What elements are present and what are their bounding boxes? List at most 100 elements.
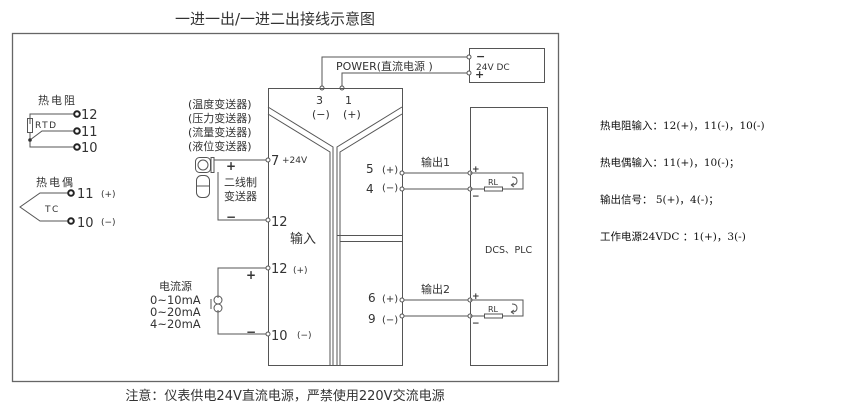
rtd-section: 热电阻 RTD 12 11 10 bbox=[27, 94, 98, 156]
terminal-1-label: 1 bbox=[345, 94, 352, 107]
terminal-12-plus-label: 12 bbox=[271, 262, 288, 277]
y-divider-left-inner bbox=[267, 113, 331, 365]
y-divider-left-outer bbox=[267, 106, 334, 365]
output-1-dcs-plus: + bbox=[472, 165, 480, 175]
dc-plus-sign: + bbox=[475, 68, 484, 81]
rtd-terminal-12: 12 bbox=[81, 108, 98, 123]
terminal-dot bbox=[67, 189, 75, 197]
terminal-3-polarity: (−) bbox=[312, 108, 330, 121]
tc-terminal-10-polarity: (−) bbox=[101, 218, 116, 228]
transmitter-type-level: (液位变送器) bbox=[188, 139, 252, 153]
terminal-dot bbox=[399, 170, 405, 176]
terminal-3-label: 3 bbox=[316, 94, 323, 107]
current-wire-plus bbox=[217, 267, 268, 298]
receiver-label: DCS、PLC bbox=[485, 245, 533, 256]
rtd-wire-middle bbox=[29, 130, 74, 141]
terminal-12-label: 12 bbox=[271, 215, 288, 230]
power-wire-minus bbox=[321, 56, 469, 88]
output-2-minus-polarity: (−) bbox=[382, 315, 398, 326]
current-plus-sign: + bbox=[246, 268, 256, 282]
output-1-minus-polarity: (−) bbox=[382, 183, 398, 194]
dc-supply-box bbox=[469, 48, 545, 83]
power-label: POWER(直流电源 ) bbox=[336, 59, 433, 73]
current-source-title: 电流源 bbox=[159, 279, 192, 293]
transmitter-box bbox=[268, 88, 403, 366]
output-2-load-loop bbox=[470, 299, 524, 317]
terminal-12-plus-polarity: (+) bbox=[293, 266, 308, 276]
output-2-plus-terminal: 6 bbox=[368, 291, 376, 305]
tc-title: 热电偶 bbox=[36, 176, 75, 189]
terminal-dot bbox=[399, 297, 405, 303]
output-2-dcs-minus: − bbox=[472, 319, 480, 329]
note-tc-input: 热电偶输入：11(+)，10(-)； bbox=[600, 157, 740, 169]
tc-terminal-11-polarity: (+) bbox=[101, 190, 116, 200]
input-label: 输入 bbox=[290, 231, 316, 247]
current-source-icon-part bbox=[213, 303, 223, 313]
terminal-7-label: 7 bbox=[271, 154, 279, 169]
dc-supply: − + 24V DC bbox=[469, 48, 545, 83]
rtd-wire-top bbox=[29, 113, 74, 124]
output-2-minus-terminal: 9 bbox=[368, 312, 376, 326]
output-1-load-resistor bbox=[484, 186, 503, 192]
transmitter-type-flow: (流量变送器) bbox=[188, 125, 252, 139]
output-1-load-label: RL bbox=[488, 178, 499, 187]
terminal-dot bbox=[265, 157, 271, 163]
two-wire-label-1: 二线制 bbox=[224, 175, 257, 189]
thermocouple-section: 热电偶 TC 11 (+) 10 (−) bbox=[19, 176, 116, 231]
terminal-dot bbox=[73, 127, 81, 135]
rtd-title: 热电阻 bbox=[38, 94, 77, 107]
two-wire-minus-sign: − bbox=[226, 210, 236, 224]
note-power-supply: 工作电源24VDC ：1(+)，3(-) bbox=[600, 231, 746, 243]
current-range-0-20: 0~20mA bbox=[150, 305, 201, 319]
dcs-plc-box bbox=[470, 107, 548, 366]
output-2-plus-polarity: (+) bbox=[382, 294, 398, 305]
tc-element-label: TC bbox=[44, 205, 60, 215]
current-range-0-10: 0~10mA bbox=[150, 293, 201, 307]
current-wire-minus bbox=[217, 310, 268, 335]
output-1-minus-terminal: 4 bbox=[366, 182, 374, 196]
rtd-resistor bbox=[27, 118, 33, 133]
transmitter-wire-minus bbox=[217, 172, 268, 221]
current-direction-icon bbox=[510, 303, 518, 315]
output-2-label: 输出2 bbox=[421, 282, 450, 296]
rtd-wire-bottom bbox=[29, 133, 74, 148]
junction-dot bbox=[28, 138, 32, 142]
y-divider-right-inner bbox=[339, 113, 403, 365]
two-wire-transmitter: + − 二线制 变送器 7 +24V 12 bbox=[195, 154, 308, 230]
transmitter-icon bbox=[195, 157, 215, 198]
terminal-dot bbox=[399, 186, 405, 192]
terminal-1-polarity: (+) bbox=[343, 108, 361, 121]
output-1-plus-terminal: 5 bbox=[366, 162, 374, 176]
output-2-dcs-plus: + bbox=[472, 292, 480, 302]
output-2-load-label: RL bbox=[488, 305, 499, 314]
transmitter-type-temperature: (温度变送器) bbox=[188, 97, 252, 111]
current-direction-icon bbox=[510, 176, 518, 188]
transmitter-body: 3 (−) 1 (+) 输入 bbox=[267, 88, 403, 366]
output-2-load-resistor bbox=[484, 313, 503, 319]
terminal-dot bbox=[265, 331, 271, 337]
output-1-label: 输出1 bbox=[421, 155, 450, 169]
power-wire-plus bbox=[341, 72, 469, 88]
terminal-dot bbox=[67, 217, 75, 225]
current-minus-sign: − bbox=[246, 325, 256, 339]
rtd-element-label: RTD bbox=[35, 121, 58, 131]
terminal-dot bbox=[466, 54, 472, 60]
output-1: 输出1 5 (+) 4 (−) RL + − bbox=[366, 155, 524, 202]
rtd-terminal-11: 11 bbox=[81, 125, 98, 140]
note-rtd-input: 热电阻输入：12(+)，11(-)，10(-) bbox=[600, 120, 765, 132]
terminal-notes: 热电阻输入：12(+)，11(-)，10(-) 热电偶输入：11(+)，10(-… bbox=[600, 118, 765, 266]
output-1-dcs-minus: − bbox=[472, 192, 480, 202]
terminal-dot bbox=[399, 313, 405, 319]
terminal-dot bbox=[73, 110, 81, 118]
y-divider-right-outer bbox=[336, 106, 403, 365]
output-1-load-loop bbox=[470, 172, 524, 190]
diagram-title: 一进一出/一进二出接线示意图 bbox=[175, 10, 375, 28]
terminal-10-minus-label: 10 bbox=[271, 329, 288, 344]
transmitter-types: (温度变送器) (压力变送器) (流量变送器) (液位变送器) bbox=[188, 97, 252, 153]
outer-frame bbox=[11, 32, 560, 383]
dc-supply-label: 24V DC bbox=[476, 63, 510, 73]
output-1-plus-polarity: (+) bbox=[382, 165, 398, 176]
rtd-terminal-10: 10 bbox=[81, 141, 98, 156]
power-wiring: POWER(直流电源 ) bbox=[319, 54, 472, 91]
